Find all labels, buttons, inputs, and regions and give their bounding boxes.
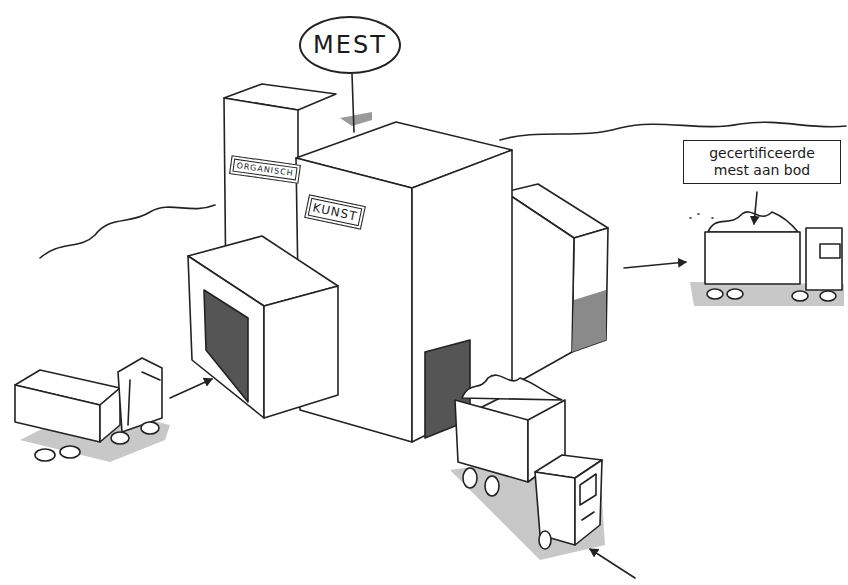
sign-pointer xyxy=(754,192,757,224)
truck-cab-detail xyxy=(128,372,160,425)
roof-shadow xyxy=(340,112,372,126)
annex-wall xyxy=(188,256,264,418)
truck-wheel xyxy=(820,291,836,301)
annex-wall xyxy=(264,286,338,418)
sign-circle: MEST xyxy=(299,16,401,74)
hill-line xyxy=(40,205,215,258)
truck-wheel xyxy=(141,422,159,434)
truck-wheel xyxy=(463,468,477,488)
hill-line xyxy=(500,122,846,140)
truck-wheel xyxy=(792,291,808,301)
truck-wheel xyxy=(35,449,55,461)
truck-wheel xyxy=(60,446,80,458)
sign-pole xyxy=(352,74,354,132)
annex-wall xyxy=(505,192,574,388)
doorway xyxy=(204,290,248,402)
truck-cab xyxy=(806,228,842,290)
truck-container xyxy=(705,232,800,284)
truck-container xyxy=(15,385,100,442)
truck-load xyxy=(462,375,562,400)
dots xyxy=(690,214,713,218)
truck-wheel xyxy=(727,289,743,299)
truck-wheel xyxy=(485,476,499,496)
truck-wheel xyxy=(111,432,129,444)
node-text: MEST xyxy=(313,31,387,59)
node-text: gecertificeerde mest aan bod xyxy=(690,145,834,179)
flow-arrow xyxy=(624,262,686,268)
truck-cab xyxy=(575,460,602,545)
flow-arrow xyxy=(170,379,212,398)
annex-wall xyxy=(572,228,608,352)
shadow-hatch xyxy=(572,290,606,352)
sign-board: gecertificeerde mest aan bod xyxy=(683,140,841,184)
truck-cab-detail xyxy=(820,244,840,258)
truck-wheel xyxy=(707,289,723,299)
node-text: KUNST xyxy=(311,200,358,223)
truck-cab-detail xyxy=(580,474,596,520)
truck-cab xyxy=(118,358,162,432)
truck-load xyxy=(708,212,798,232)
truck-wheel xyxy=(539,531,551,549)
node-text: ORGANISCH xyxy=(236,161,294,178)
flow-arrow xyxy=(590,549,635,578)
